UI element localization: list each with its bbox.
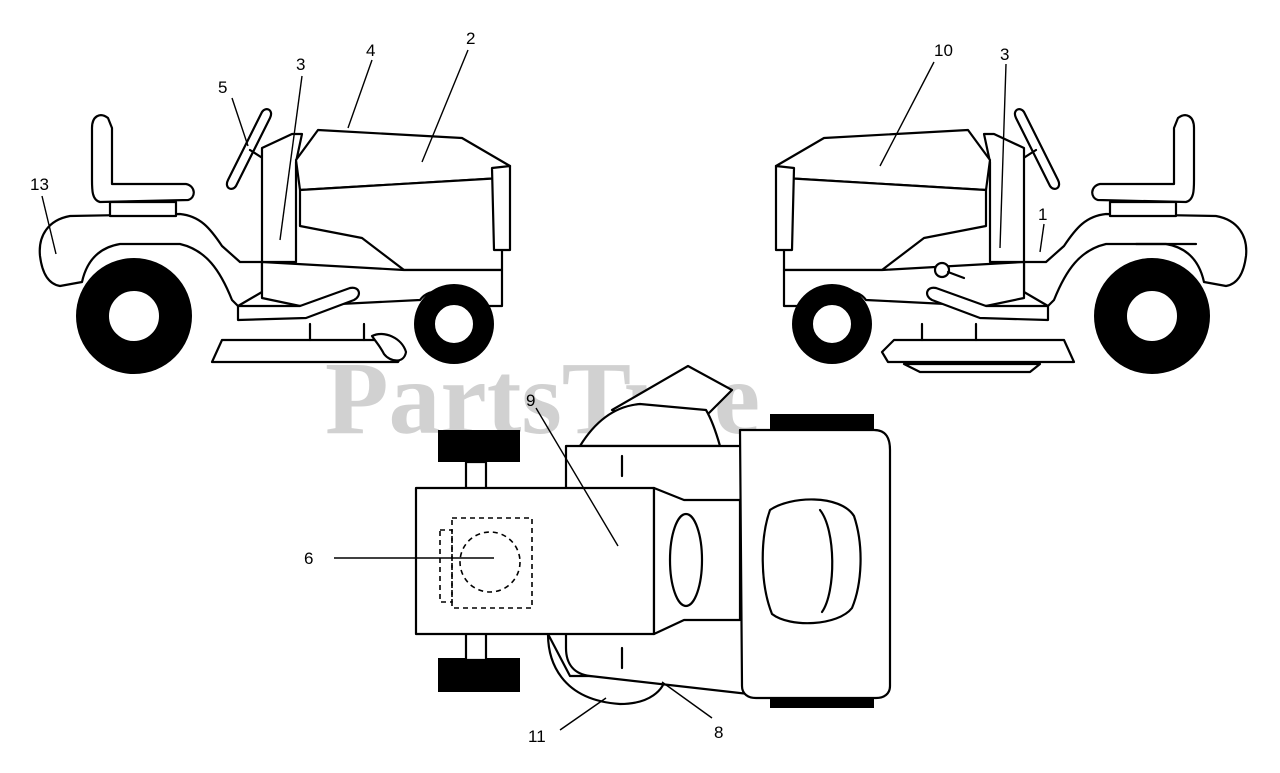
tractor-top-view	[414, 364, 892, 708]
callout-5: 5	[218, 78, 227, 97]
callout-3-right: 3	[1000, 45, 1009, 64]
tractor-left-side-view	[38, 108, 512, 374]
callout-1: 1	[1038, 205, 1047, 224]
callout-labels: 13 5 3 4 2 10 3 1 9 6 11 8	[30, 29, 1047, 746]
callout-8: 8	[714, 723, 723, 742]
tractor-right-side-view	[774, 108, 1248, 374]
leader-lines	[41, 49, 1045, 731]
callout-3-left: 3	[296, 55, 305, 74]
callout-9: 9	[526, 391, 535, 410]
callout-11: 11	[528, 727, 546, 746]
callout-6: 6	[304, 549, 313, 568]
callout-4: 4	[366, 41, 375, 60]
callout-13: 13	[30, 175, 49, 194]
callout-2: 2	[466, 29, 475, 48]
callout-10: 10	[934, 41, 953, 60]
